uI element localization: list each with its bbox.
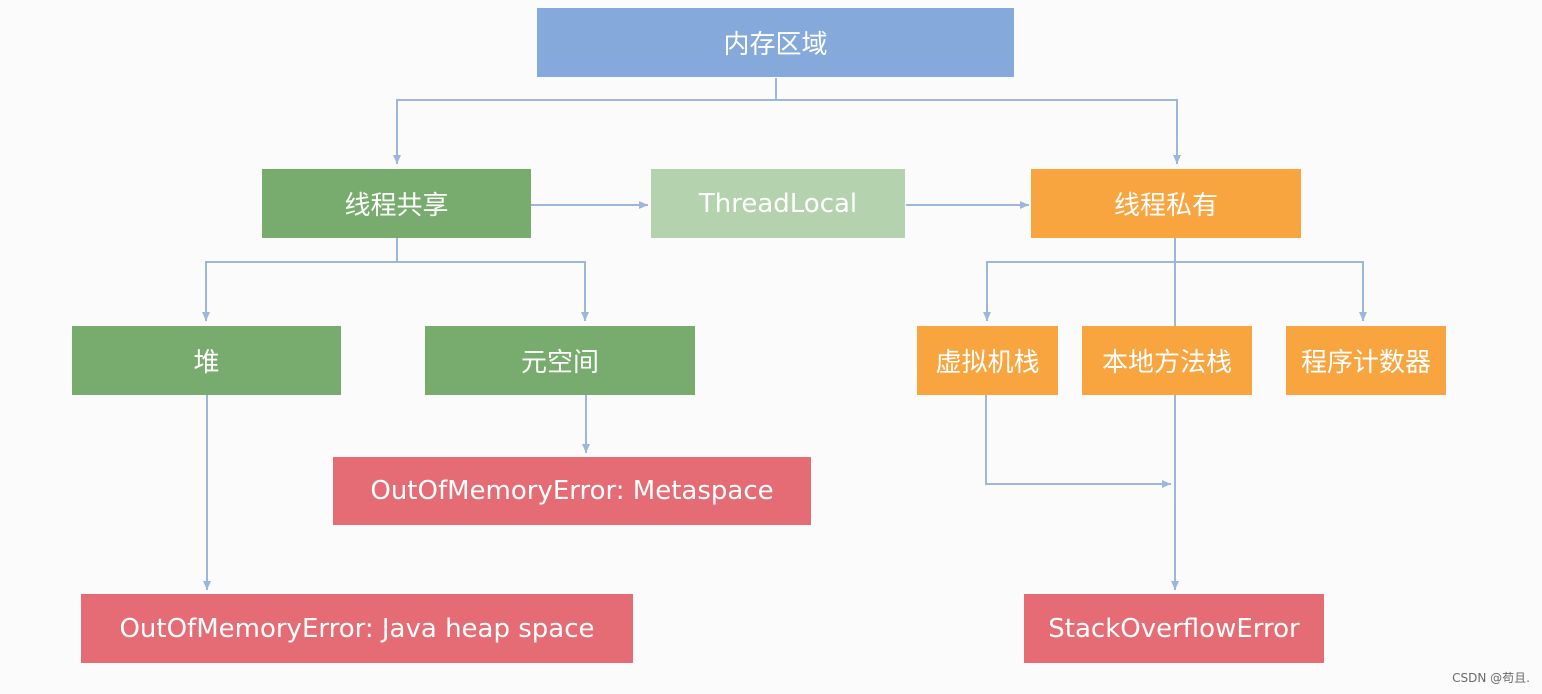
edge-vmstack-to-stackoverflow xyxy=(985,395,1171,488)
edge-root-to-private xyxy=(776,99,1181,164)
edge-private-to-counter xyxy=(1175,261,1367,321)
node-metaspace: 元空间 xyxy=(425,326,695,395)
edge-root-to-shared xyxy=(393,99,776,164)
node-native-method-stack: 本地方法栈 xyxy=(1082,326,1252,395)
node-vm-stack: 虚拟机栈 xyxy=(917,326,1058,395)
node-thread-private: 线程私有 xyxy=(1031,169,1301,238)
node-thread-shared: 线程共享 xyxy=(262,169,531,238)
node-oom-heap: OutOfMemoryError: Java heap space xyxy=(81,594,633,663)
edge-shared-to-heap xyxy=(202,261,397,321)
node-thread-local: ThreadLocal xyxy=(651,169,905,238)
node-heap: 堆 xyxy=(72,326,341,395)
node-oom-metaspace: OutOfMemoryError: Metaspace xyxy=(333,457,811,525)
edge-shared-to-metaspace xyxy=(397,261,589,321)
watermark: CSDN @苟且. xyxy=(1452,671,1530,685)
node-program-counter: 程序计数器 xyxy=(1286,326,1446,395)
node-memory-area: 内存区域 xyxy=(537,8,1014,77)
edge-private-to-vmstack xyxy=(983,261,1175,321)
node-stack-overflow: StackOverflowError xyxy=(1024,594,1324,663)
